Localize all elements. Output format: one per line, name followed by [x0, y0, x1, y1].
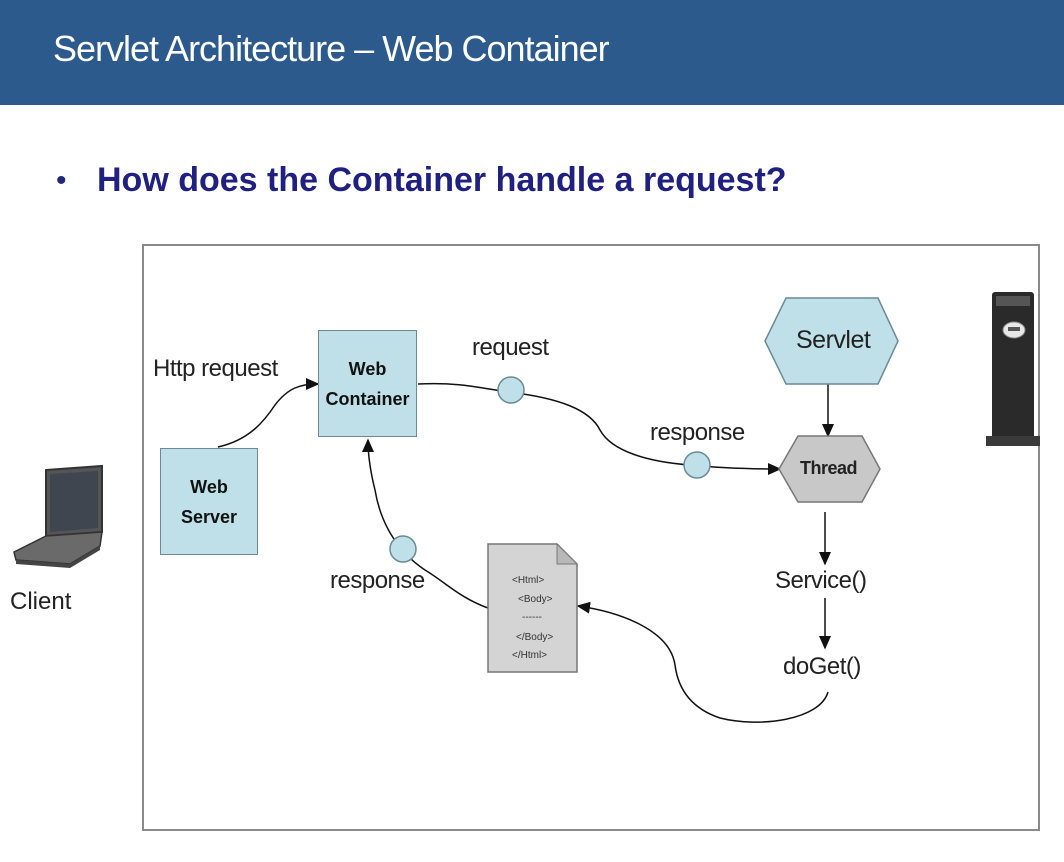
- thread-hexagon: [778, 435, 881, 503]
- doget-to-document-arrow: [576, 601, 829, 723]
- web-container-label-line1: Web: [348, 358, 387, 379]
- doc-line-content: ------: [522, 612, 542, 623]
- slide-title: Servlet Architecture – Web Container: [53, 28, 610, 69]
- response-return-token-icon: [389, 535, 417, 563]
- response-to-container-arrow: [362, 438, 489, 609]
- client-label: Client: [10, 588, 72, 615]
- web-container-box: Web Container: [318, 330, 417, 437]
- doc-line-body-close: </Body>: [516, 632, 554, 643]
- http-request-arrow: [217, 378, 320, 448]
- bullet-icon: •: [56, 164, 67, 197]
- doc-line-html-close: </Html>: [512, 650, 548, 661]
- server-tower-icon: [986, 292, 1040, 446]
- web-server-label-line1: Web: [190, 476, 228, 497]
- laptop-icon: [13, 464, 103, 568]
- request-token-icon: [497, 376, 525, 404]
- bullet-question: How does the Container handle a request?: [97, 161, 787, 199]
- response-token-icon: [683, 451, 711, 479]
- web-server-box: Web Server: [160, 448, 258, 555]
- title-bar: Servlet Architecture – Web Container: [0, 0, 1064, 105]
- doget-method-label: doGet(): [783, 653, 861, 680]
- response-bottom-label: response: [330, 567, 425, 594]
- http-request-label: Http request: [153, 355, 278, 382]
- html-document-icon: [487, 542, 579, 673]
- web-container-label-line2: Container: [325, 388, 410, 409]
- request-to-thread-arrow: [417, 382, 782, 475]
- servlet-hexagon: [764, 297, 899, 385]
- thread-label: Thread: [800, 458, 858, 478]
- response-top-label: response: [650, 419, 745, 446]
- web-server-label-line2: Server: [180, 506, 238, 527]
- doc-line-html-open: <Html>: [512, 575, 545, 586]
- servlet-label: Servlet: [796, 326, 871, 354]
- service-method-label: Service(): [775, 567, 867, 594]
- doc-line-body-open: <Body>: [518, 594, 553, 605]
- request-label: request: [472, 334, 549, 361]
